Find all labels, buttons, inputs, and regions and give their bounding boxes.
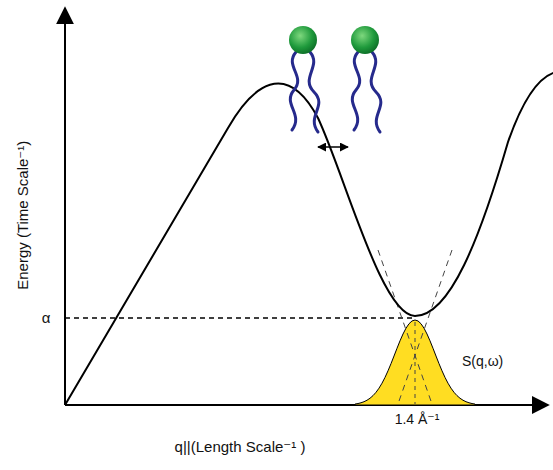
axis-title: q||(Length Scale⁻¹ ) bbox=[175, 439, 306, 456]
structure-factor-peak bbox=[355, 320, 475, 405]
lipid-head bbox=[289, 26, 317, 54]
peak-center-line bbox=[415, 322, 416, 404]
lipid-molecules bbox=[290, 52, 381, 132]
structure-factor-label: S(q,ω) bbox=[462, 354, 503, 369]
y-axis bbox=[64, 8, 66, 405]
energy-gap-symbol: α bbox=[42, 310, 51, 327]
axis-title: Energy (Time Scale⁻¹) bbox=[16, 140, 33, 289]
asymptote-line bbox=[398, 250, 452, 404]
spacing-arrow bbox=[318, 146, 348, 148]
x-axis bbox=[65, 404, 548, 406]
lipid-head bbox=[351, 26, 379, 54]
asymptote-line bbox=[378, 250, 432, 404]
dispersion-curve bbox=[65, 72, 553, 405]
peak-position-label: 1.4 Å⁻¹ bbox=[393, 412, 442, 427]
